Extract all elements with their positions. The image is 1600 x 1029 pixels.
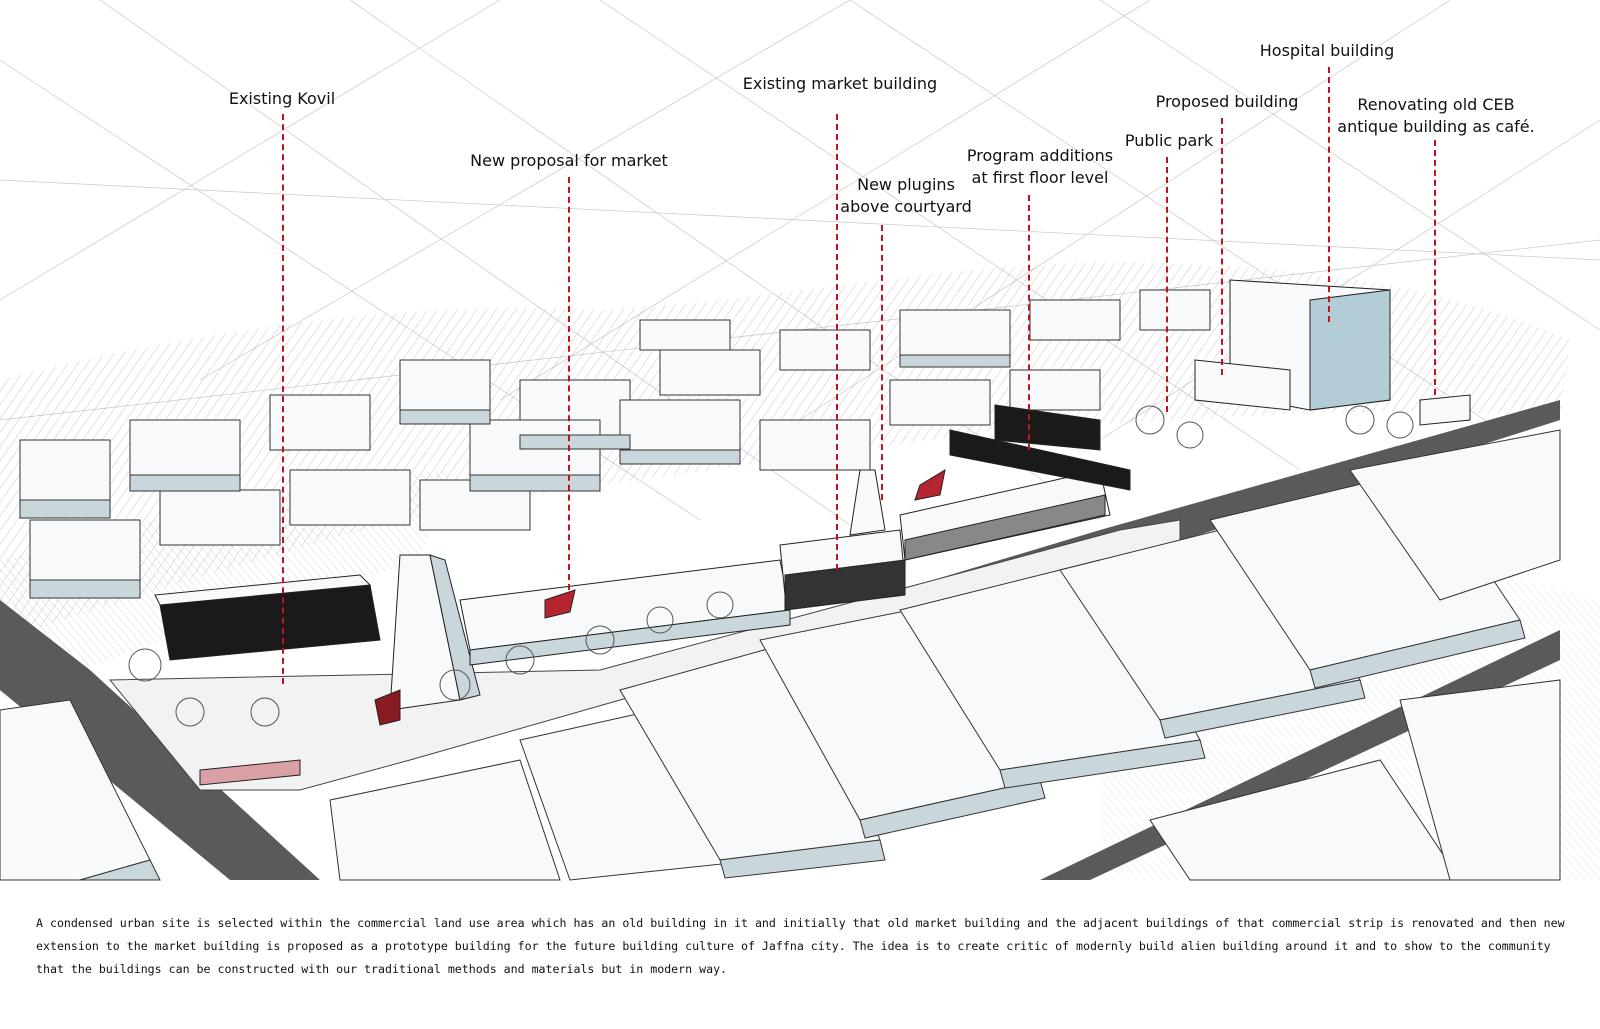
leader-existing-market-building bbox=[836, 114, 838, 570]
caption-text: A condensed urban site is selected withi… bbox=[36, 916, 1565, 976]
label-new-proposal-market: New proposal for market bbox=[470, 151, 668, 170]
leader-new-plugins bbox=[881, 225, 883, 500]
background-buildings bbox=[19, 289, 1211, 599]
label-new-plugins-line2: above courtyard bbox=[840, 197, 972, 216]
street-trees bbox=[128, 405, 1414, 727]
red-plugin bbox=[914, 468, 946, 501]
leader-new-proposal-market bbox=[568, 177, 570, 590]
leader-renovating-ceb bbox=[1434, 140, 1436, 395]
label-program-additions-line1: Program additions bbox=[966, 146, 1114, 165]
ceb-antique-building bbox=[1419, 394, 1471, 426]
leader-public-park bbox=[1166, 157, 1168, 412]
hospital-group bbox=[1194, 279, 1471, 426]
foreground-buildings bbox=[0, 429, 1561, 881]
label-existing-kovil: Existing Kovil bbox=[228, 89, 336, 108]
market-complex bbox=[154, 404, 1131, 786]
label-public-park: Public park bbox=[1124, 131, 1214, 150]
label-proposed-building: Proposed building bbox=[1155, 92, 1299, 111]
label-hospital-building: Hospital building bbox=[1259, 41, 1395, 60]
leader-proposed-building bbox=[1221, 118, 1223, 375]
label-existing-market-building: Existing market building bbox=[742, 74, 938, 93]
leader-hospital-building bbox=[1328, 67, 1330, 322]
leader-existing-kovil bbox=[282, 114, 284, 684]
leader-program-additions bbox=[1028, 195, 1030, 450]
proposed-building-block bbox=[1194, 359, 1291, 411]
urban-axonometric-sketch bbox=[0, 0, 1600, 881]
label-program-additions-line2: at first floor level bbox=[971, 168, 1109, 187]
hospital-glass-facade bbox=[1309, 289, 1391, 411]
label-renovating-ceb-line1: Renovating old CEB bbox=[1357, 95, 1515, 114]
first-floor-addition bbox=[949, 429, 1131, 491]
label-renovating-ceb-line2: antique building as café. bbox=[1337, 117, 1535, 136]
label-new-plugins-line1: New plugins bbox=[857, 175, 955, 194]
